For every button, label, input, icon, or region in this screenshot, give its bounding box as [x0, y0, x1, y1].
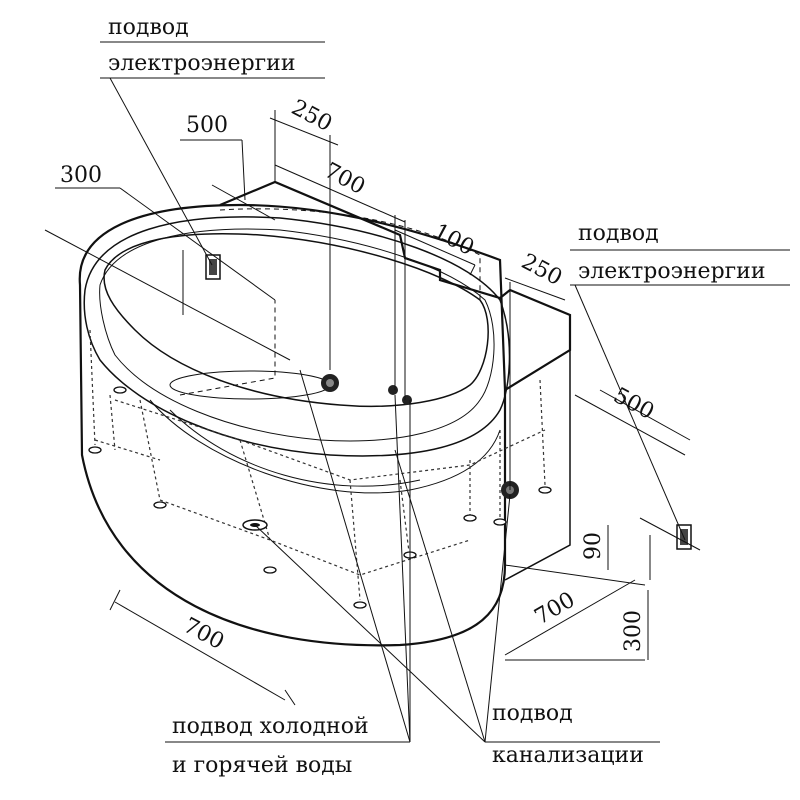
dim-250-top: 250	[287, 95, 336, 137]
support-frame	[89, 329, 546, 601]
power-top-label-line1: подвод	[108, 15, 189, 40]
power-right-label-line1: подвод	[578, 221, 659, 246]
dim-700-top: 700	[320, 158, 369, 200]
dim-500-right: 500	[609, 383, 658, 425]
dim-300-left: 300	[60, 163, 102, 188]
drain-label-line1: подвод	[492, 701, 573, 726]
water-label-line2: и горячей воды	[172, 753, 352, 778]
power-top-label-line2: электроэнергии	[108, 51, 296, 76]
water-inlet-icon	[388, 385, 412, 405]
tub-rim-inner	[99, 228, 495, 442]
hydromassage-jet-icon	[321, 374, 339, 392]
dim-700-bottom-left: 700	[179, 613, 228, 655]
tub-floor	[169, 370, 331, 400]
tub-bowl-bottom	[149, 399, 501, 494]
dim-90: 90	[581, 532, 606, 560]
dim-700-bottom-right: 700	[531, 588, 580, 631]
tub-front-shell	[78, 203, 507, 647]
back-platform	[219, 180, 572, 581]
bathtub-drawing	[78, 203, 511, 647]
water-label-line1: подвод холодной	[172, 714, 369, 739]
tub-basin	[103, 233, 489, 408]
tub-rim-outer	[83, 216, 511, 457]
support-feet	[88, 386, 552, 609]
dim-300-right: 300	[621, 610, 646, 652]
dim-500-top: 500	[186, 113, 228, 138]
dim-100: 100	[429, 219, 478, 261]
power-right-label-line2: электроэнергии	[578, 259, 766, 284]
dimension-lines	[44, 41, 790, 743]
drain-label-line2: канализации	[492, 743, 644, 768]
